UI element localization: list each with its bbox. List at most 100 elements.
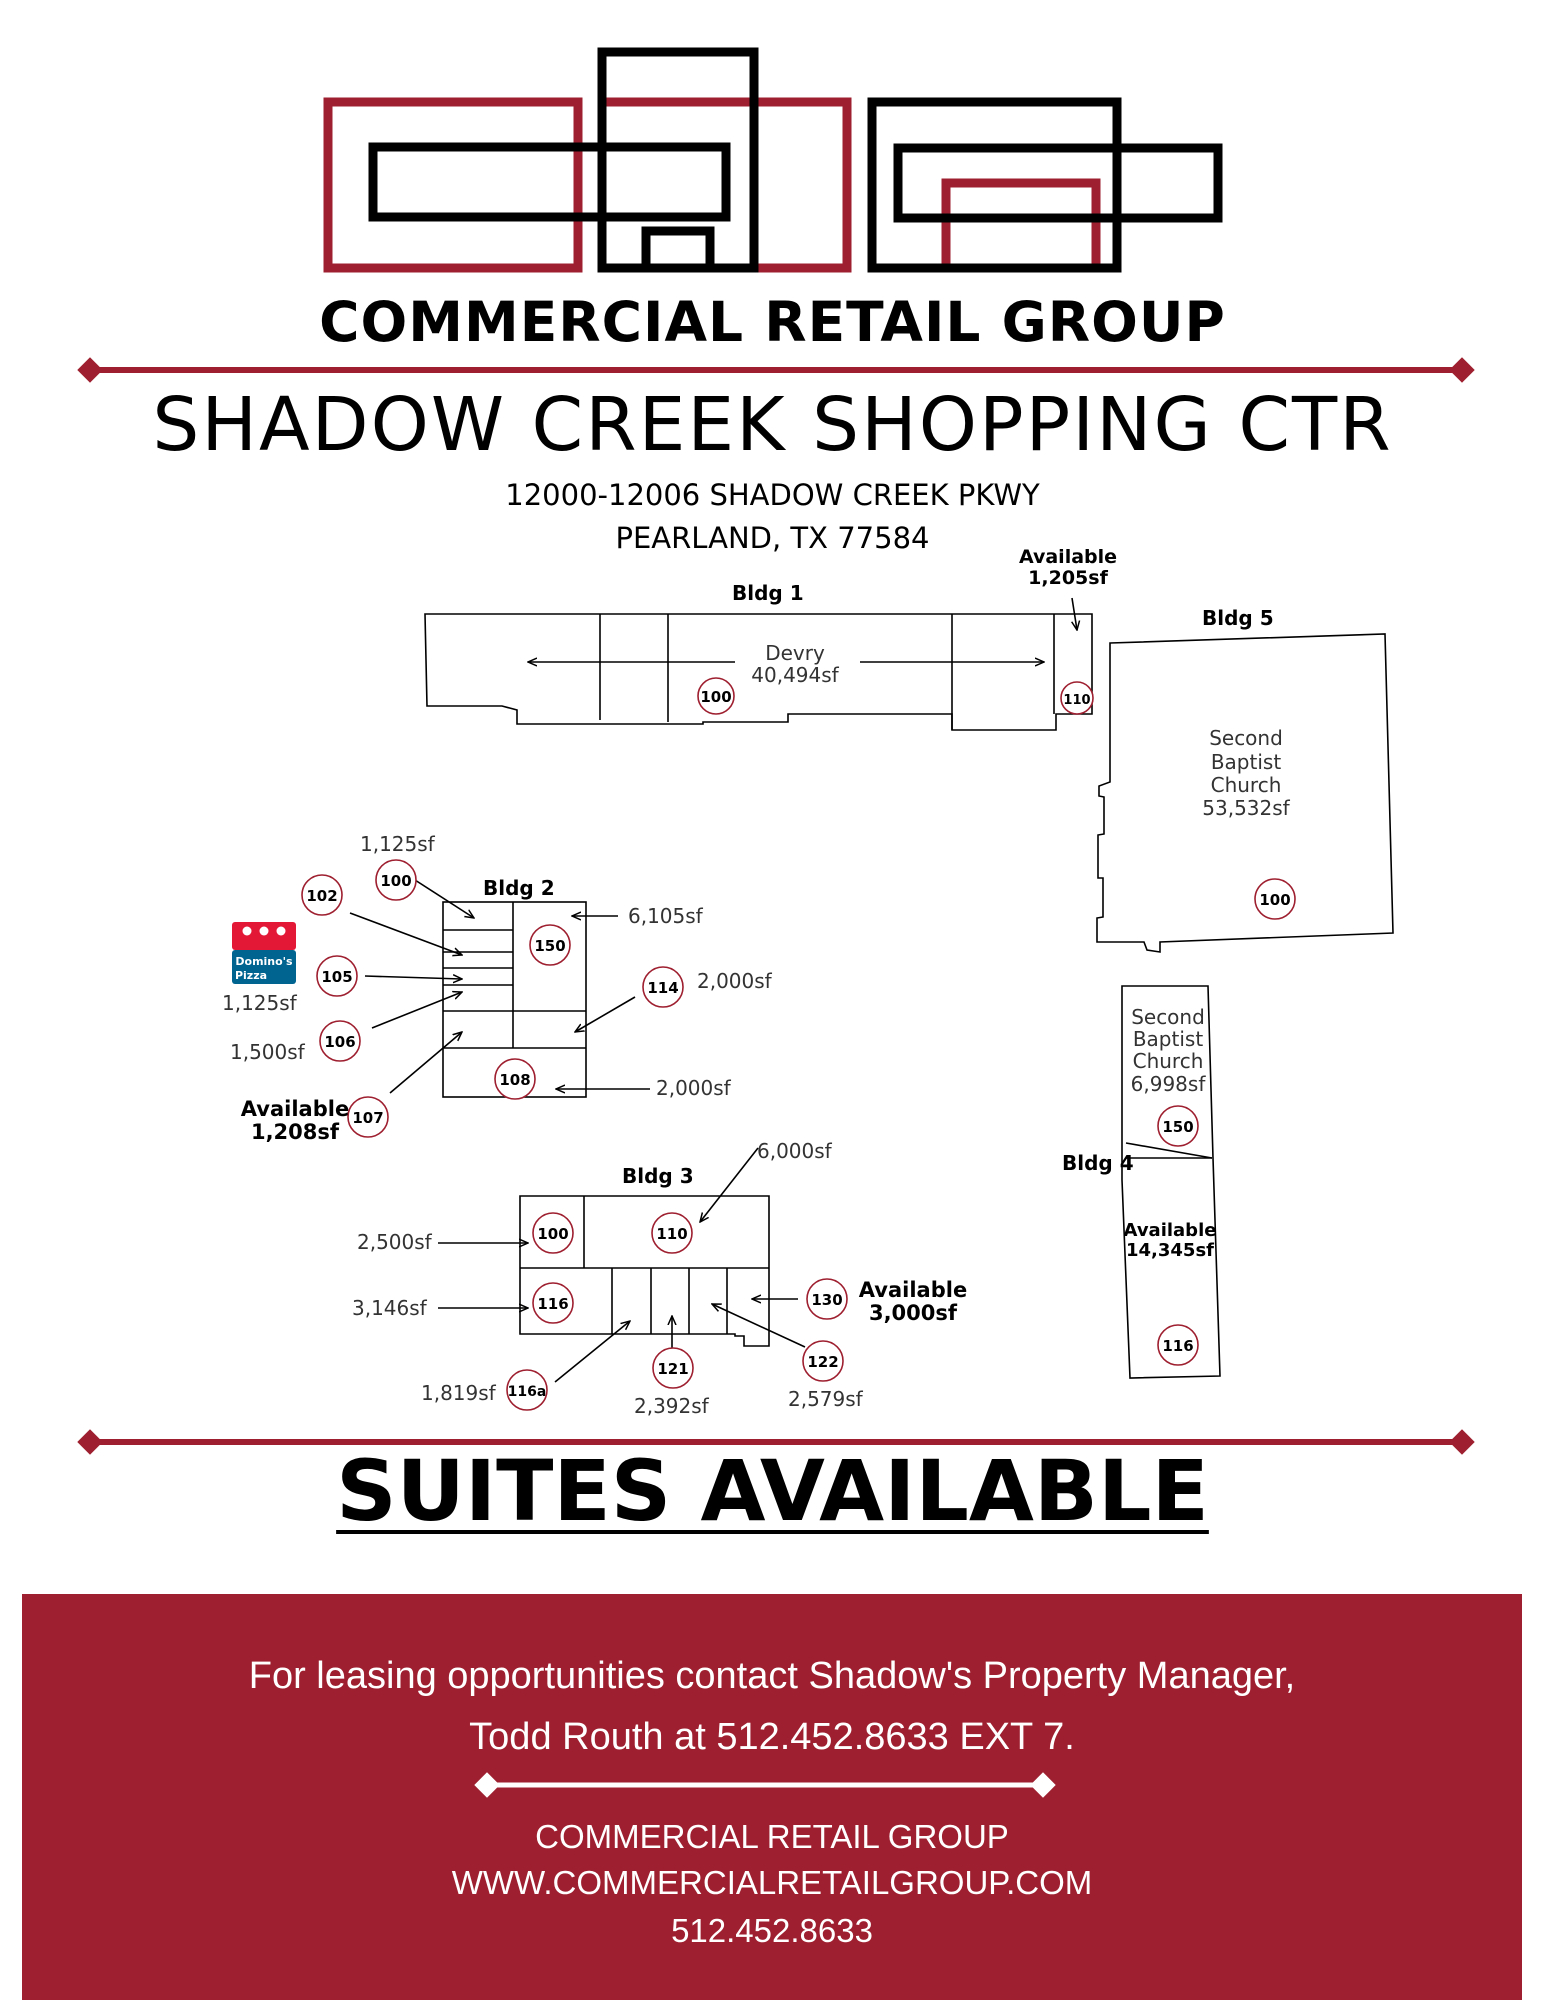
bldg4-suite-116: 116	[1162, 1337, 1193, 1355]
bldg2-available-size: 1,208sf	[251, 1120, 340, 1144]
suite-badge	[802, 1340, 844, 1382]
suites-available-text: SUITES AVAILABLE	[336, 1442, 1209, 1540]
bldg1-tenant: Devry	[765, 641, 825, 665]
svg-text:Domino's: Domino's	[235, 955, 293, 968]
bldg2-label: Bldg 2	[483, 876, 555, 900]
suite-badge	[506, 1369, 548, 1411]
bldg5-label: Bldg 5	[1202, 606, 1274, 630]
bldg5-tenant-line3: Church	[1211, 773, 1282, 797]
company-name: COMMERCIAL RETAIL GROUP	[319, 290, 1226, 354]
bldg3-suite-121: 121	[657, 1360, 688, 1378]
bldg5-outline	[1096, 633, 1394, 953]
logo-red-rect-left	[323, 97, 583, 273]
header-divider	[77, 357, 1475, 383]
bldg4-available-label: Available	[1124, 1220, 1217, 1241]
suite-badge	[375, 859, 417, 901]
bldg1-label: Bldg 1	[732, 581, 804, 605]
suite-badge	[532, 1282, 574, 1324]
bldg1-suite-110: 110	[1063, 693, 1090, 708]
suite-badge	[1060, 681, 1094, 715]
svg-text:Pizza: Pizza	[235, 969, 267, 982]
bldg2-suite-102: 102	[306, 887, 337, 905]
bldg3-suite-116a: 116a	[508, 1384, 547, 1400]
bldg2-available-label: Available	[241, 1097, 349, 1121]
bldg2-suite-150: 150	[534, 937, 565, 955]
bldg1-tenant-size: 40,494sf	[751, 663, 839, 687]
suite-badge	[642, 966, 684, 1008]
bldg1-suite-100: 100	[700, 688, 731, 706]
bldg2-s100-size: 1,125sf	[360, 832, 436, 856]
suites-available-banner: SUITES AVAILABLE	[0, 1442, 1545, 1540]
suite-badge	[316, 955, 358, 997]
bldg3-suite-116: 116	[537, 1295, 568, 1313]
bldg4-tenant-line1: Second	[1131, 1005, 1205, 1029]
footer-company: COMMERCIAL RETAIL GROUP	[535, 1818, 1009, 1855]
footer-website[interactable]: WWW.COMMERCIALRETAILGROUP.COM	[451, 1864, 1093, 1901]
logo-black-rect-small	[641, 226, 715, 273]
bldg3-suite-130: 130	[811, 1291, 842, 1309]
dominos-logo: Domino's Pizza	[232, 922, 296, 984]
bldg2-suite-107: 107	[352, 1109, 383, 1127]
bldg3-outline	[519, 1195, 770, 1347]
suite-badge	[652, 1347, 694, 1389]
bldg2-suite-106: 106	[324, 1033, 355, 1051]
bldg4-outline	[1121, 985, 1221, 1379]
bldg3-available-label: Available	[859, 1278, 967, 1302]
suite-badge	[1254, 878, 1296, 920]
suite-badge	[1157, 1324, 1199, 1366]
bldg2-s106-size: 1,500sf	[230, 1040, 306, 1064]
bldg3-s122-size: 2,579sf	[788, 1387, 864, 1411]
bldg2-s108-size: 2,000sf	[656, 1076, 732, 1100]
contact-line-1: For leasing opportunities contact Shadow…	[248, 1655, 1296, 1697]
address-line-1: 12000-12006 SHADOW CREEK PKWY	[505, 478, 1040, 512]
bldg5-tenant-size: 53,532sf	[1202, 796, 1290, 820]
address-line-2: PEARLAND, TX 77584	[615, 521, 930, 555]
bldg3-s116-size: 3,146sf	[352, 1296, 428, 1320]
bldg4-available-size: 14,345sf	[1126, 1240, 1214, 1261]
property-title: SHADOW CREEK SHOPPING CTR	[152, 382, 1393, 468]
footer-panel	[22, 1594, 1522, 2000]
bldg3-s121-size: 2,392sf	[634, 1394, 710, 1418]
bldg3-suite-110: 110	[656, 1225, 687, 1243]
logo-black-rect-right-wide	[893, 143, 1223, 223]
suite-badge	[1157, 1105, 1199, 1147]
suite-badge	[301, 874, 343, 916]
suite-badge	[806, 1278, 848, 1320]
bldg2-s150-size: 6,105sf	[628, 904, 704, 928]
bldg3-available-size: 3,000sf	[869, 1301, 958, 1325]
bldg3-s110-size: 6,000sf	[757, 1139, 833, 1163]
bldg2-suite-105: 105	[321, 968, 352, 986]
bldg4-suite-150: 150	[1162, 1118, 1193, 1136]
site-plan: 100 110 100 100 102 105 106 107 108 114 …	[222, 546, 1394, 1418]
bldg3-suite-100: 100	[537, 1225, 568, 1243]
logo-black-rect-wide	[368, 142, 731, 222]
bldg4-tenant-size: 6,998sf	[1131, 1072, 1207, 1096]
company-logo	[323, 47, 1223, 273]
bldg3-s100-size: 2,500sf	[357, 1230, 433, 1254]
bldg4-tenant-line3: Church	[1133, 1049, 1204, 1073]
suite-badge	[319, 1020, 361, 1062]
bldg1-available-label: Available	[1019, 546, 1117, 568]
suite-badge	[347, 1096, 389, 1138]
bldg2-suite-100: 100	[380, 872, 411, 890]
suite-badge	[494, 1058, 536, 1100]
section-divider	[77, 1429, 1475, 1455]
bldg2-suite-108: 108	[499, 1071, 530, 1089]
bldg4-tenant-line2: Baptist	[1133, 1027, 1203, 1051]
contact-line-2: Todd Routh at 512.452.8633 EXT 7.	[469, 1716, 1075, 1758]
bldg4-label: Bldg 4	[1062, 1151, 1134, 1175]
footer-divider	[474, 1772, 1056, 1798]
logo-black-rect-right	[867, 97, 1122, 273]
bldg3-s116a-size: 1,819sf	[421, 1381, 497, 1405]
bldg2-s105-size: 1,125sf	[222, 991, 298, 1015]
suite-badge	[697, 677, 735, 715]
bldg3-suite-122: 122	[807, 1353, 838, 1371]
bldg5-suite-100: 100	[1259, 891, 1290, 909]
bldg5-tenant-line1: Second	[1209, 726, 1283, 750]
footer-phone[interactable]: 512.452.8633	[671, 1912, 873, 1949]
suite-badge	[529, 924, 571, 966]
suite-badge	[532, 1212, 574, 1254]
bldg2-s114-size: 2,000sf	[697, 969, 773, 993]
bldg3-label: Bldg 3	[622, 1164, 694, 1188]
suite-badge	[651, 1212, 693, 1254]
